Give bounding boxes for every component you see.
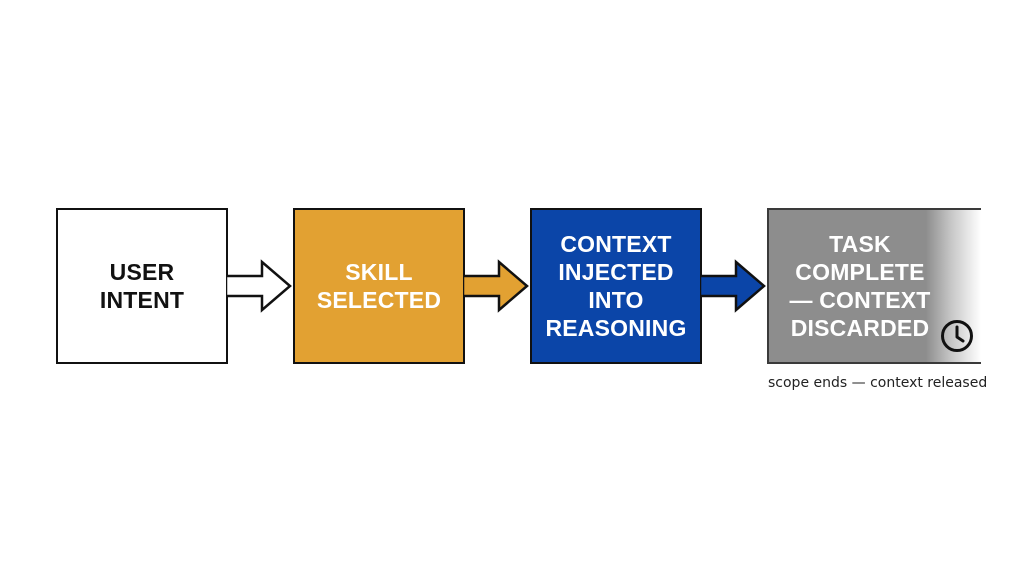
arrow-orange-2: [463, 259, 529, 313]
step-skill-selected-label: SKILL SELECTED: [316, 259, 442, 313]
step-user-intent: USER INTENT: [56, 208, 228, 364]
step-task-complete: TASK COMPLETE — CONTEXT DISCARDED: [767, 208, 981, 364]
clock-icon: [941, 320, 973, 352]
arrow-outline-1: [226, 259, 292, 313]
arrow-blue-3: [700, 259, 766, 313]
scope-caption: scope ends — context released: [768, 375, 988, 391]
step-task-complete-label: TASK COMPLETE — CONTEXT DISCARDED: [789, 231, 931, 341]
step-user-intent-label: USER INTENT: [99, 259, 185, 313]
step-context-injected: CONTEXT INJECTED INTO REASONING: [530, 208, 702, 364]
step-context-injected-label: CONTEXT INJECTED INTO REASONING: [545, 231, 687, 341]
step-skill-selected: SKILL SELECTED: [293, 208, 465, 364]
